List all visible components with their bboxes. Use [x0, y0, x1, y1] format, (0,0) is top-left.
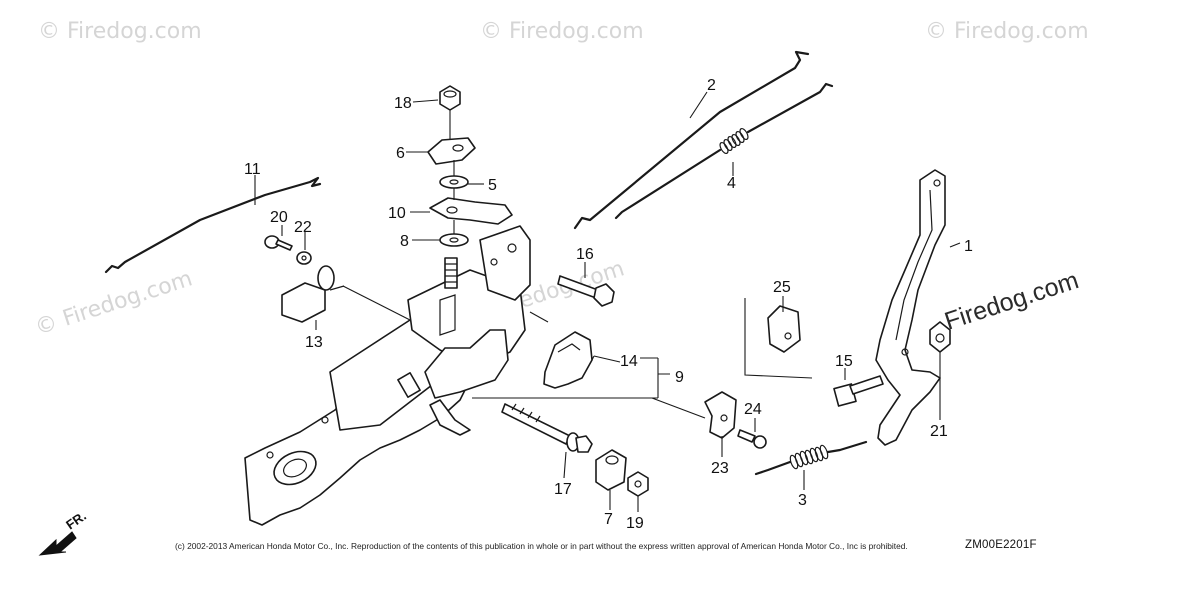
part-23-bracket	[704, 391, 737, 439]
callout-16: 16	[576, 246, 594, 263]
main-bracket-assembly	[244, 225, 531, 526]
part-24-screw	[737, 429, 767, 449]
watermark-top-right: © Firedog.com	[925, 19, 1089, 44]
part-3-spring	[754, 440, 868, 476]
callout-5: 5	[488, 177, 497, 194]
stack-axis-line	[449, 110, 455, 234]
callout-22: 22	[294, 219, 312, 236]
callout-3: 3	[798, 492, 807, 509]
part-14-bracket	[543, 331, 593, 389]
drawing-code: ZM00E2201F	[965, 539, 1037, 551]
callout-20: 20	[270, 209, 288, 226]
part-4-spring-rod	[614, 82, 834, 220]
part-5-washer	[439, 175, 469, 189]
callout-15: 15	[835, 353, 853, 370]
callout-23: 23	[711, 460, 729, 477]
watermark-top-center: © Firedog.com	[480, 19, 644, 44]
watermark-mid-right: Firedog.com	[941, 266, 1082, 336]
watermark-top-left: © Firedog.com	[38, 19, 202, 44]
callout-9: 9	[675, 369, 684, 386]
callout-17: 17	[554, 481, 572, 498]
leader-lines	[254, 91, 961, 512]
callout-14: 14	[620, 353, 638, 370]
part-20-screw	[264, 235, 293, 251]
part-17-bolt	[501, 403, 593, 453]
callout-7: 7	[604, 511, 613, 528]
callout-21: 21	[930, 423, 948, 440]
part-21-nut	[929, 321, 951, 353]
callout-8: 8	[400, 233, 409, 250]
part-16-bolt	[557, 275, 615, 307]
callout-19: 19	[626, 515, 644, 532]
callout-24: 24	[744, 401, 762, 418]
callout-11: 11	[244, 161, 261, 178]
part-25-clip	[767, 305, 801, 353]
part-18-nut	[439, 85, 461, 111]
part-13-switch	[281, 265, 345, 323]
part-10-lever	[429, 197, 513, 225]
bracket-line-25	[744, 298, 813, 379]
callout-25: 25	[773, 279, 791, 296]
copyright-notice: (c) 2002-2013 American Honda Motor Co., …	[175, 541, 908, 551]
watermark-mid-left: © Firedog.com	[32, 266, 195, 340]
part-15-bolt	[833, 375, 884, 407]
callout-18: 18	[394, 95, 412, 112]
part-22-washer	[296, 251, 312, 265]
callout-10: 10	[388, 205, 406, 222]
front-label: FR.	[63, 508, 89, 532]
part-7-bracket	[595, 449, 627, 491]
part-6-plate	[427, 137, 476, 165]
part-19-nut	[627, 471, 649, 497]
part-11-rod	[104, 176, 322, 274]
front-direction-indicator: FR.	[38, 508, 89, 556]
part-8-washer	[439, 233, 469, 247]
part-2-rod	[573, 50, 810, 230]
front-arrow-icon	[38, 531, 77, 556]
callout-6: 6	[396, 145, 405, 162]
callout-1: 1	[964, 238, 973, 255]
callout-2: 2	[707, 77, 716, 94]
callout-4: 4	[727, 175, 736, 192]
callout-numbers: 1 2 3 4 5 6 7 8 9 10 11 13 14 15 16 17 1…	[244, 77, 973, 532]
callout-13: 13	[305, 334, 323, 351]
part-1-lever	[875, 169, 946, 446]
